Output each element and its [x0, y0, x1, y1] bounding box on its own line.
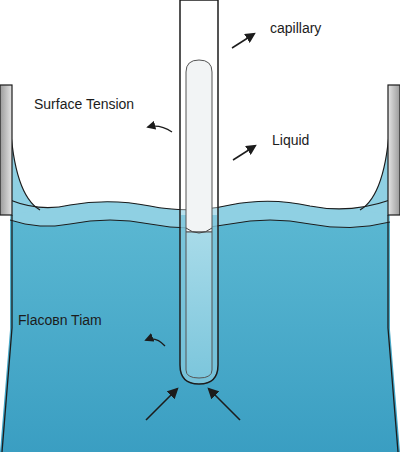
liquid-column [186, 60, 212, 232]
meniscus-line [10, 120, 40, 210]
leader-arrow [146, 339, 165, 346]
column-meniscus [186, 228, 212, 233]
capillary-tube [180, 0, 218, 384]
leader-arrow [148, 126, 172, 132]
beaker-wall [388, 215, 398, 452]
liquid-body [0, 200, 400, 452]
pressure-arrow [209, 389, 240, 420]
leader-arrow [233, 146, 255, 160]
leader-arrow [232, 34, 254, 48]
pressure-arrow [146, 389, 177, 420]
meniscus [360, 120, 390, 215]
part-label: Liquid [272, 132, 309, 149]
meniscus-line [360, 120, 390, 210]
capillary-lower [181, 215, 217, 383]
beaker-wall [2, 215, 12, 452]
liquid-column [186, 232, 212, 378]
beaker-wall [0, 85, 12, 215]
part-label: capillary [270, 20, 321, 37]
part-label: Surface Tension [34, 96, 134, 113]
meniscus [10, 120, 40, 215]
beaker-wall [388, 85, 400, 215]
part-label: Flacoвn Tiam [18, 312, 102, 329]
